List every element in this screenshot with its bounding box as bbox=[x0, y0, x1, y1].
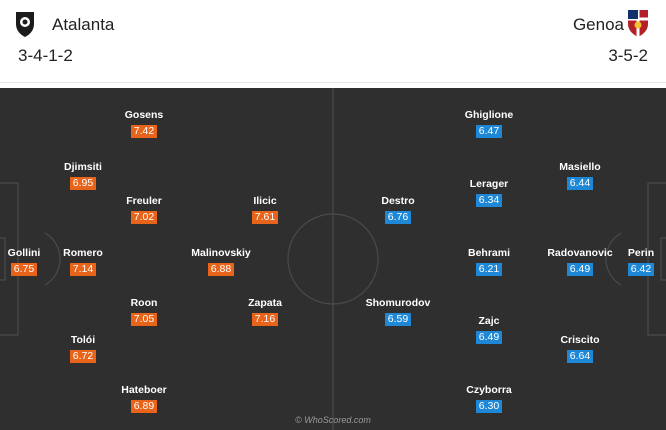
player-rating: 7.14 bbox=[69, 263, 97, 276]
player-zajc[interactable]: Zajc 6.49 bbox=[439, 315, 539, 345]
player-roon[interactable]: Roon 7.05 bbox=[130, 297, 158, 326]
player-rating: 7.42 bbox=[130, 125, 158, 138]
player-rating: 7.61 bbox=[251, 211, 279, 224]
player-rating: 6.64 bbox=[566, 350, 594, 363]
home-formation: 3-4-1-2 bbox=[18, 46, 73, 65]
away-formation: 3-5-2 bbox=[608, 46, 648, 65]
player-czyborra[interactable]: Czyborra 6.30 bbox=[466, 384, 512, 413]
player-rating: 6.75 bbox=[10, 263, 38, 276]
player-zapata[interactable]: Zapata 7.16 bbox=[248, 297, 282, 326]
player-djimsiti[interactable]: Djimsiti 6.95 bbox=[64, 161, 102, 190]
player-rating: 6.76 bbox=[384, 211, 412, 224]
player-shomurodov[interactable]: Shomurodov 6.59 bbox=[365, 297, 431, 326]
player-malinovskiy[interactable]: Malinovskiy 6.88 bbox=[191, 247, 251, 276]
player-rating: 6.47 bbox=[475, 125, 503, 138]
genoa-crest-icon bbox=[628, 10, 648, 37]
player-rating: 6.89 bbox=[130, 400, 158, 413]
pitch: Gollini 6.75 Djimsiti 6.95 Romero 7.14 T… bbox=[0, 88, 666, 430]
player-rating: 6.44 bbox=[566, 177, 594, 190]
away-team-name[interactable]: Genoa bbox=[572, 15, 624, 34]
player-rating: 7.05 bbox=[130, 313, 158, 326]
player-rating: 7.02 bbox=[130, 211, 158, 224]
player-rating: 6.59 bbox=[384, 313, 412, 326]
player-behrami[interactable]: Behrami 6.21 bbox=[467, 247, 510, 276]
player-rating: 6.49 bbox=[566, 263, 594, 276]
player-ilicic[interactable]: Ilicic 7.61 bbox=[251, 195, 279, 224]
player-romero[interactable]: Romero 7.14 bbox=[63, 247, 103, 276]
home-team-name[interactable]: Atalanta bbox=[52, 15, 115, 34]
player-rating: 6.42 bbox=[627, 263, 655, 276]
watermark: © WhoScored.com bbox=[295, 415, 371, 425]
player-masiello[interactable]: Masiello 6.44 bbox=[559, 161, 601, 190]
player-lerager[interactable]: Lerager 6.34 bbox=[469, 178, 509, 207]
player-rating: 6.21 bbox=[475, 263, 503, 276]
player-ghiglione[interactable]: Ghiglione 6.47 bbox=[464, 109, 514, 138]
player-gosens[interactable]: Gosens 7.42 bbox=[124, 109, 164, 138]
player-radovanovic[interactable]: Radovanovic 6.49 bbox=[547, 247, 613, 276]
player-gollini[interactable]: Gollini 6.75 bbox=[7, 247, 41, 276]
player-rating: 6.88 bbox=[207, 263, 235, 276]
player-rating: 6.72 bbox=[69, 350, 97, 363]
pitch-markings bbox=[0, 88, 666, 430]
player-perin[interactable]: Perin 6.42 bbox=[627, 247, 655, 276]
match-header: Atalanta 3-4-1-2 Genoa 3-5-2 bbox=[0, 0, 666, 83]
player-rating: 6.30 bbox=[475, 400, 503, 413]
player-toloi[interactable]: Tolói 6.72 bbox=[69, 334, 97, 363]
player-rating: 6.95 bbox=[69, 177, 97, 190]
player-rating: 6.34 bbox=[475, 194, 503, 207]
player-destro[interactable]: Destro 6.76 bbox=[381, 195, 415, 224]
player-rating: 7.16 bbox=[251, 313, 279, 326]
atalanta-crest-icon bbox=[16, 12, 34, 37]
player-criscito[interactable]: Criscito 6.64 bbox=[560, 334, 600, 363]
player-rating: 6.49 bbox=[475, 331, 503, 344]
player-hateboer[interactable]: Hateboer 6.89 bbox=[121, 384, 167, 413]
player-freuler[interactable]: Freuler 7.02 bbox=[126, 195, 162, 224]
